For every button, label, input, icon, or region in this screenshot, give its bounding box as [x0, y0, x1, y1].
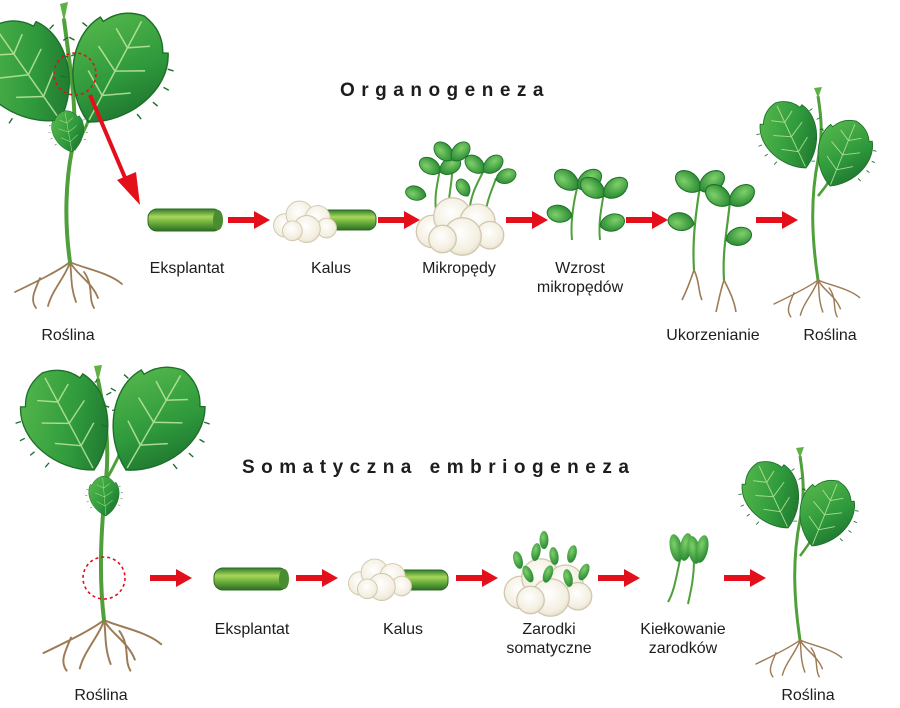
excision-circle-marker — [53, 52, 97, 96]
embriogeneza-row — [0, 342, 870, 678]
label-germination-line1: Kiełkowanie — [640, 621, 726, 638]
label-microshoots: Mikropędy — [422, 260, 496, 277]
red-diagonal-arrow — [117, 172, 140, 205]
label-growth: Wzrost mikropędów — [537, 259, 623, 297]
label-embryos-line1: Zarodki — [522, 621, 576, 638]
source-plant-embriogeneza — [0, 342, 232, 672]
label-explant-2: Eksplantat — [214, 621, 290, 638]
somatic-embryos — [503, 531, 593, 617]
explant-tube-organogeneza — [147, 208, 223, 232]
label-germination-line2: zarodków — [648, 640, 718, 657]
explant-tube-embriogeneza — [213, 567, 289, 591]
label-embryos-line2: somatyczne — [506, 640, 592, 657]
label-plant-end-1: Roślina — [803, 327, 857, 344]
title-organogeneza: Organogeneza — [340, 80, 550, 101]
arrow-1 — [228, 211, 270, 229]
callus-embriogeneza — [348, 558, 449, 601]
arrow-3 — [506, 211, 548, 229]
label-plant-start-2: Roślina — [74, 687, 128, 704]
arrow-2 — [378, 211, 420, 229]
arrow-5 — [756, 211, 798, 229]
label-callus-1: Kalus — [310, 260, 352, 277]
result-plant-embriogeneza — [726, 447, 870, 678]
organogeneza-row — [0, 0, 888, 318]
title-embriogeneza: Somatyczna embriogeneza — [242, 457, 636, 478]
arrow-8 — [456, 569, 498, 587]
label-rooting: Ukorzenianie — [666, 327, 760, 344]
result-plant-organogeneza — [744, 87, 888, 318]
label-germination: Kiełkowanie zarodków — [640, 620, 725, 658]
arrow-4 — [626, 211, 668, 229]
germinating-embryos — [667, 533, 709, 605]
microshoots-group — [403, 137, 519, 256]
label-callus-2: Kalus — [382, 621, 424, 638]
arrow-9 — [598, 569, 640, 587]
label-plant-start-1: Roślina — [41, 327, 95, 344]
label-growth-line1: Wzrost — [555, 260, 605, 277]
arrow-6 — [150, 569, 192, 587]
label-embryos: Zarodki somatyczne — [506, 620, 591, 658]
excision-circle-marker-2 — [82, 556, 126, 600]
arrow-10 — [724, 569, 766, 587]
label-explant-1: Eksplantat — [149, 260, 225, 277]
callus-organogeneza — [273, 200, 377, 243]
label-plant-end-2: Roślina — [781, 687, 835, 704]
source-plant-organogeneza — [0, 0, 195, 309]
rooting-plantlets — [666, 165, 760, 313]
grown-microshoots — [545, 164, 633, 241]
arrow-7 — [296, 569, 338, 587]
label-growth-line2: mikropędów — [536, 279, 624, 296]
